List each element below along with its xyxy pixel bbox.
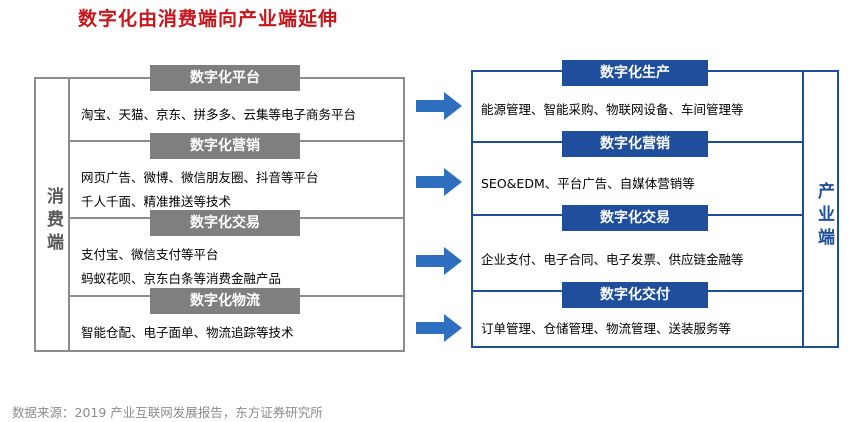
consumer-side-label-column: 消费端 bbox=[34, 77, 70, 352]
left-section-text: 蚂蚁花呗、京东白条等消费金融产品 bbox=[81, 271, 282, 286]
left-section-tag: 数字化平台 bbox=[150, 65, 300, 91]
left-section-text: 支付宝、微信支付等平台 bbox=[81, 247, 219, 262]
right-section-tag: 数字化营销 bbox=[562, 131, 708, 157]
industry-side-label-column: 产业端 bbox=[802, 70, 839, 348]
right-section-tag: 数字化交付 bbox=[562, 282, 708, 308]
left-section-tag: 数字化物流 bbox=[150, 288, 300, 314]
right-section-text: 能源管理、智能采购、物联网设备、车间管理等 bbox=[481, 102, 744, 117]
right-arrow-icon bbox=[416, 314, 462, 342]
right-arrow-icon bbox=[416, 247, 462, 275]
source-note: 数据来源：2019 产业互联网发展报告，东方证券研究所 bbox=[12, 405, 323, 420]
right-section-tag: 数字化生产 bbox=[562, 60, 708, 86]
consumer-side-label: 消费端 bbox=[43, 187, 63, 256]
right-section-text: 企业支付、电子合同、电子发票、供应链金融等 bbox=[481, 252, 744, 267]
left-section-text: 淘宝、天猫、京东、拼多多、云集等电子商务平台 bbox=[81, 107, 357, 122]
left-section-text: 网页广告、微博、微信朋友圈、抖音等平台 bbox=[81, 170, 319, 185]
right-arrow-icon bbox=[416, 168, 462, 196]
left-section-text: 千人千面、精准推送等技术 bbox=[81, 194, 232, 209]
diagram-title: 数字化由消费端向产业端延伸 bbox=[78, 8, 339, 30]
left-section-tag: 数字化营销 bbox=[150, 133, 300, 159]
left-section-text: 智能仓配、电子面单、物流追踪等技术 bbox=[81, 325, 294, 340]
right-section-text: SEO&EDM、平台广告、自媒体营销等 bbox=[481, 176, 695, 191]
right-section-text: 订单管理、仓储管理、物流管理、送装服务等 bbox=[481, 321, 732, 336]
industry-side-label: 产业端 bbox=[814, 182, 834, 251]
right-section-tag: 数字化交易 bbox=[562, 205, 708, 231]
right-arrow-icon bbox=[416, 92, 462, 120]
left-section-tag: 数字化交易 bbox=[150, 210, 300, 236]
